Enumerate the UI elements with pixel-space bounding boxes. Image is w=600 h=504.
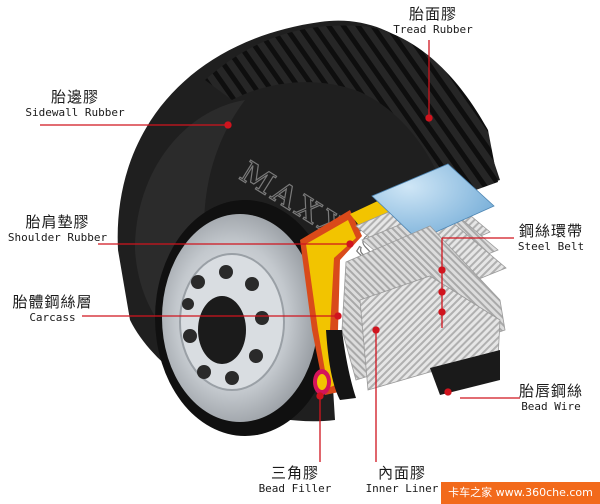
label-tread-rubber: 胎面膠 Tread Rubber: [393, 5, 473, 36]
label-bead-wire: 胎唇鋼絲 Bead Wire: [518, 382, 583, 413]
label-shoulder-rubber: 胎肩墊膠 Shoulder Rubber: [7, 213, 108, 244]
label-steel-belt: 鋼絲環帶 Steel Belt: [517, 222, 585, 253]
watermark: 卡车之家 www.360che.com: [441, 482, 600, 504]
label-sidewall-rubber: 胎邊膠 Sidewall Rubber: [25, 88, 125, 119]
label-inner-liner: 內面膠 Inner Liner: [365, 464, 439, 495]
cross-section: [300, 163, 507, 400]
label-carcass: 胎體鋼絲層 Carcass: [12, 293, 93, 324]
label-bead-filler: 三角膠 Bead Filler: [258, 464, 332, 495]
leader-lines: [40, 40, 520, 462]
bead-left: [313, 369, 331, 395]
wheel-rim: [155, 200, 335, 436]
